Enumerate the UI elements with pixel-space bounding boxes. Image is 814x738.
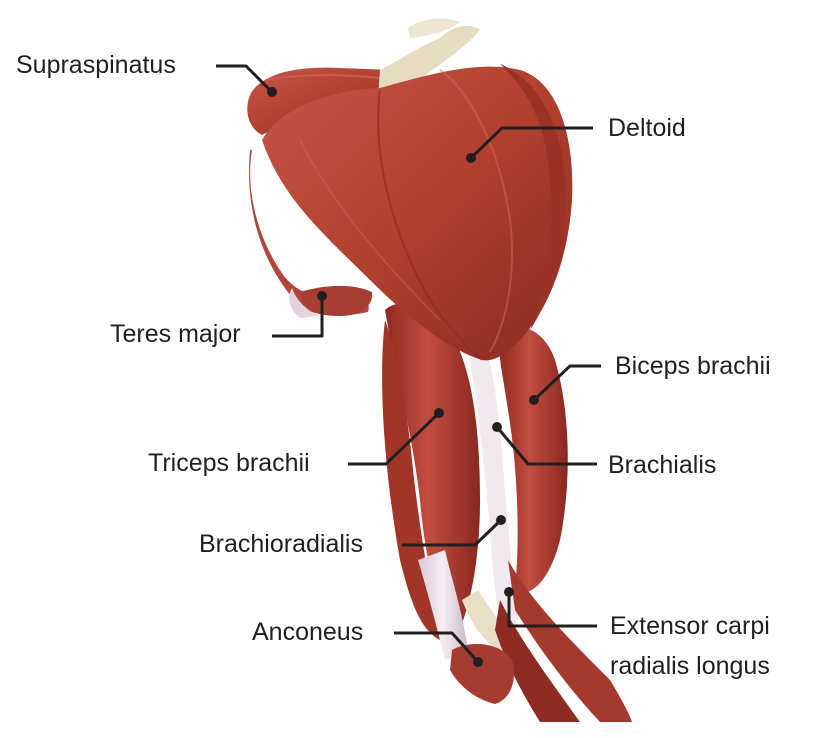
dot-extensor-carpi-radialis-longus	[504, 587, 514, 597]
brachioradialis-muscle	[495, 560, 632, 722]
leader-teres-major	[272, 296, 324, 338]
label-anconeus: Anconeus	[252, 618, 364, 646]
label-brachioradialis: Brachioradialis	[199, 530, 363, 558]
dot-teres-major	[317, 291, 327, 301]
deltoid-muscle	[262, 64, 573, 361]
dot-triceps-brachii	[434, 408, 444, 418]
dot-biceps-brachii	[529, 395, 539, 405]
dot-deltoid	[466, 153, 476, 163]
acromion-bone	[378, 18, 480, 96]
label-biceps-brachii: Biceps brachii	[615, 352, 771, 380]
leader-brachialis	[495, 426, 597, 466]
leader-anconeus	[394, 631, 480, 664]
label-teres-major: Teres major	[110, 320, 241, 348]
dot-brachioradialis	[496, 515, 506, 525]
biceps-brachii-muscle	[498, 326, 568, 593]
dot-supraspinatus	[267, 87, 277, 97]
dot-anconeus	[473, 657, 483, 667]
triceps-brachii-muscle	[382, 303, 480, 640]
leader-brachioradialis	[402, 518, 503, 547]
leader-deltoid	[469, 126, 593, 160]
leader-lines	[216, 64, 601, 667]
label-brachialis: Brachialis	[608, 451, 717, 479]
label-supraspinatus: Supraspinatus	[16, 51, 176, 79]
label-extensor-carpi-line2: radialis longus	[610, 652, 770, 680]
leader-supraspinatus	[216, 64, 274, 94]
label-extensor-carpi-line1: Extensor carpi	[610, 612, 770, 640]
label-deltoid: Deltoid	[608, 114, 686, 142]
leader-extensor-carpi-radialis-longus	[507, 592, 597, 628]
label-triceps-brachii: Triceps brachii	[148, 449, 310, 477]
anconeus-muscle	[450, 644, 515, 704]
leader-triceps-brachii	[348, 411, 441, 466]
dot-brachialis	[492, 422, 502, 432]
leader-biceps-brachii	[532, 364, 601, 402]
